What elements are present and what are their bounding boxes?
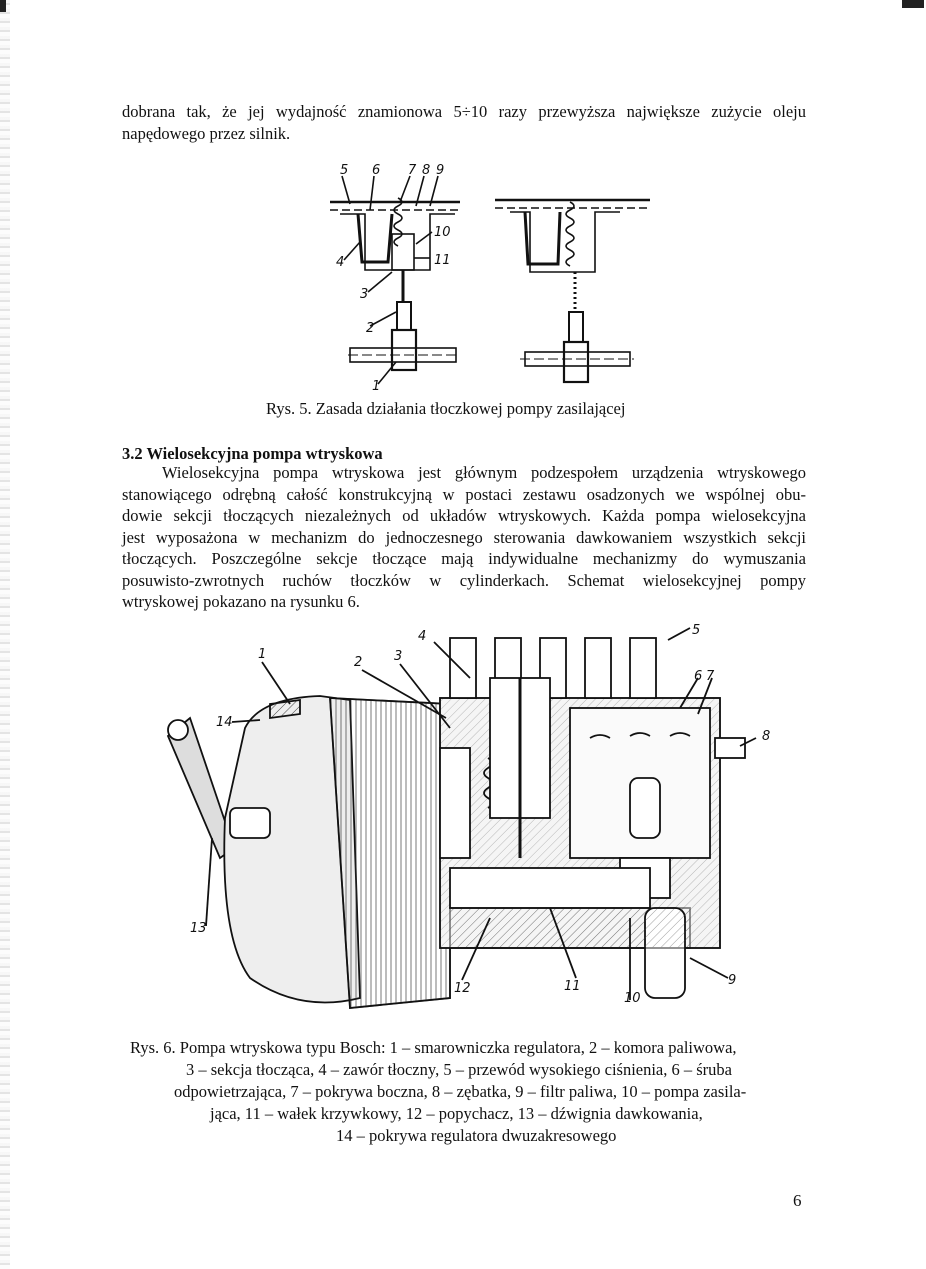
section-line: Wielosekcyjna pompa wtryskowa jest główn… [162,463,806,482]
section-paragraph: Wielosekcyjna pompa wtryskowa jest główn… [122,462,806,613]
figure-6-label: 7 [706,669,715,684]
figure-6-label: 11 [564,979,581,994]
corner-mark-top-right [902,0,924,8]
figure-5-label: 5 [340,163,348,178]
section-line: tłoczących. Poszczególne sekcje tłoczące… [122,549,806,568]
figure-5-label: 10 [434,225,451,240]
figure-6-caption-line: jąca, 11 – wałek krzywkowy, 12 – popycha… [210,1104,703,1123]
figure-6-label: 10 [624,991,641,1006]
figure-6-label: 12 [454,981,471,996]
figure-5-label: 6 [372,163,380,178]
figure-6-label: 8 [762,729,770,744]
figure-5-caption: Rys. 5. Zasada działania tłoczkowej pomp… [266,399,626,418]
figure-5-label: 8 [422,163,430,178]
figure-6-label: 9 [728,973,736,988]
figure-5-label: 4 [336,255,344,270]
figure-6-caption-line: 14 – pokrywa regulatora dwuzakresowego [336,1126,617,1145]
page-number: 6 [793,1191,802,1210]
section-line: jest wyposażona w mechanizm do jednoczes… [122,527,806,547]
intro-line: napędowego przez silnik. [122,123,291,143]
figure-5-label: 11 [434,253,451,268]
figure-5-drawing: 5 6 7 8 9 10 11 4 3 2 1 [320,162,660,394]
intro-line: dobrana tak, że jej wydajność znamionowa… [122,102,806,121]
section-line: stanowiącego odrębną całość konstrukcyjn… [122,484,806,504]
intro-paragraph: dobrana tak, że jej wydajność znamionowa… [122,101,806,144]
figure-6-caption-line: Rys. 6. Pompa wtryskowa typu Bosch: 1 – … [130,1038,737,1057]
figure-6-drawing: 1 2 3 4 5 6 7 8 9 10 11 12 13 14 [150,618,770,1018]
figure-6-label: 4 [418,629,426,644]
figure-5-label: 9 [436,163,444,178]
figure-6-caption-line: odpowietrzająca, 7 – pokrywa boczna, 8 –… [174,1082,747,1101]
figure-5-label: 7 [408,163,417,178]
figure-6-label: 6 [694,669,702,684]
scan-edge-artifact [0,0,10,1269]
section-line: dowie sekcji tłoczących niezależnych od … [122,506,806,525]
figure-6-label: 5 [692,623,700,638]
figure-5-label: 2 [366,321,374,336]
figure-6-label: 2 [354,655,362,670]
figure-5-label: 3 [360,287,368,302]
figure-5-label: 1 [372,379,380,394]
figure-6-label: 1 [258,647,266,662]
figure-6-label: 13 [190,921,207,936]
section-heading: 3.2 Wielosekcyjna pompa wtryskowa [122,444,383,463]
corner-mark-top-left [0,0,6,12]
section-line: wtryskowej pokazano na rysunku 6. [122,592,360,611]
figure-6-label: 3 [394,649,402,664]
figure-6-label: 14 [216,715,233,730]
figure-6-caption-line: 3 – sekcja tłocząca, 4 – zawór tłoczny, … [186,1060,732,1079]
section-line: posuwisto-zwrotnych ruchów tłoczków w cy… [122,570,806,590]
